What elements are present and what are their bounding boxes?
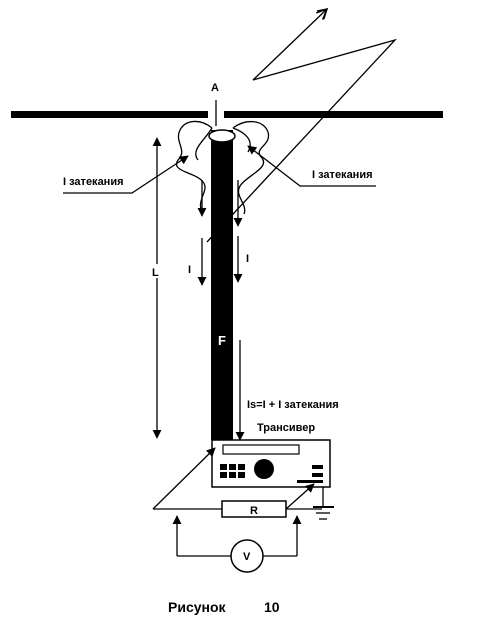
figure-caption-word: Рисунок: [168, 599, 227, 615]
leak-label-right: I затекания: [312, 169, 373, 181]
feeder-top: [208, 129, 236, 143]
ground-icon: [313, 487, 334, 520]
current-label-left: I: [188, 264, 191, 276]
voltmeter-label: V: [243, 551, 251, 563]
leak-label-left: I затекания: [63, 176, 124, 188]
feeder-label: F: [218, 333, 226, 348]
rf-zigzag-tail: [252, 9, 327, 81]
leak-swirl-right: [232, 121, 270, 215]
transceiver-label: Трансивер: [257, 422, 315, 434]
transceiver-display: [222, 444, 300, 455]
transceiver-knob: [254, 459, 274, 479]
leak-swirl-left: [175, 120, 213, 213]
length-label: L: [152, 267, 159, 279]
current-label-right: I: [246, 253, 249, 265]
transceiver-keypad: [220, 464, 245, 478]
figure-caption-number: 10: [264, 599, 280, 615]
sum-current-label: Is=I + I затекания: [247, 399, 339, 411]
rf-zigzag-arrow: [206, 38, 398, 243]
ground-plane: [11, 111, 443, 118]
coax-feeder: [211, 130, 233, 440]
resistor: [221, 500, 287, 518]
voltmeter: [230, 539, 264, 573]
resistor-label: R: [250, 505, 258, 517]
point-a-label: A: [211, 82, 219, 94]
